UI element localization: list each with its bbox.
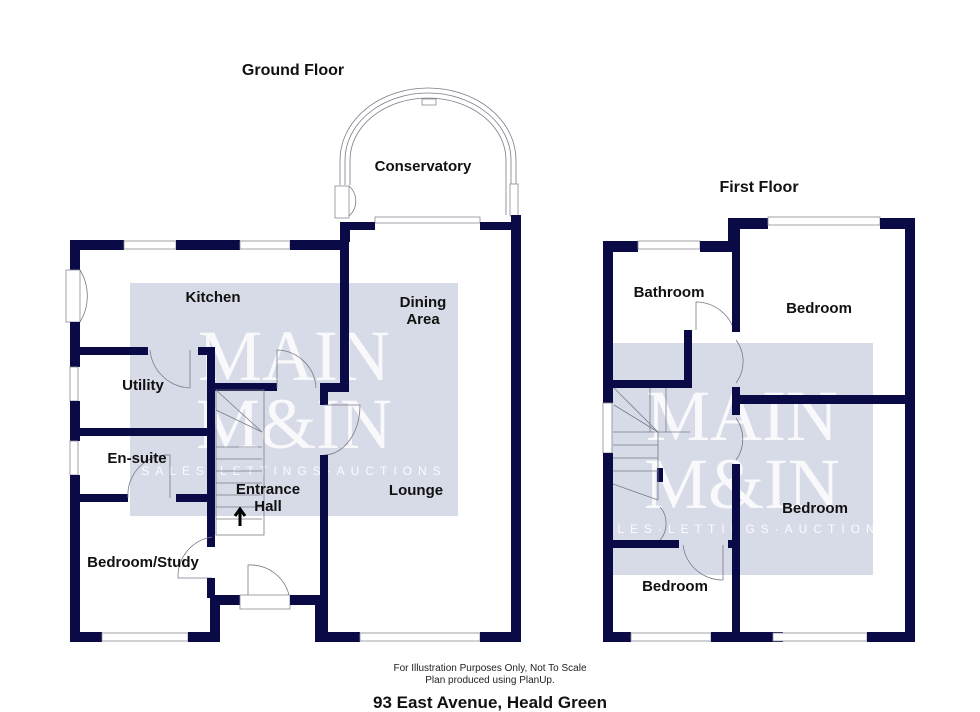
room-label-entrance-hall: Entrance	[236, 481, 300, 498]
room-label-bedroom-study: Bedroom/Study	[87, 554, 199, 571]
room-label-entrance-hall-2: Hall	[254, 498, 282, 515]
room-label-bedroom-3: Bedroom	[642, 578, 708, 595]
watermark-first: MAIN M&IN SALES·LETTINGS·AUCTIONS	[589, 343, 894, 575]
watermark-line2: M&IN	[196, 384, 392, 464]
watermark-box	[130, 283, 458, 516]
first-floor-stairs	[612, 387, 690, 501]
watermark-line1: MAIN	[646, 376, 838, 456]
room-label-en-suite: En-suite	[107, 450, 166, 467]
watermark-line2: M&IN	[644, 444, 840, 524]
ground-floor-title: Ground Floor	[242, 62, 344, 79]
room-label-lounge: Lounge	[389, 482, 443, 499]
disclaimer-text: For Illustration Purposes Only, Not To S…	[393, 663, 586, 674]
first-floor-walls	[602, 216, 915, 642]
watermark-tagline: SALES·LETTINGS·AUCTIONS	[141, 464, 446, 478]
ground-floor-walls	[65, 215, 521, 642]
room-label-bedroom-1: Bedroom	[786, 300, 852, 317]
room-label-dining-area: Dining	[400, 294, 447, 311]
credit-text: Plan produced using PlanUp.	[425, 675, 555, 686]
watermark-tagline: SALES·LETTINGS·AUCTIONS	[589, 522, 894, 536]
room-label-bathroom: Bathroom	[634, 284, 705, 301]
property-address: 93 East Avenue, Heald Green	[373, 693, 607, 712]
room-label-bedroom-2: Bedroom	[782, 500, 848, 517]
room-label-dining-area-2: Area	[406, 311, 440, 328]
conservatory-structure	[334, 87, 519, 224]
room-label-utility: Utility	[122, 377, 164, 394]
first-floor-title: First Floor	[719, 179, 798, 196]
watermark-line1: MAIN	[198, 316, 390, 396]
ground-floor-stairs	[215, 389, 265, 536]
room-label-conservatory: Conservatory	[375, 158, 472, 175]
room-label-kitchen: Kitchen	[185, 289, 240, 306]
stairs-up-arrow-icon	[233, 506, 247, 526]
